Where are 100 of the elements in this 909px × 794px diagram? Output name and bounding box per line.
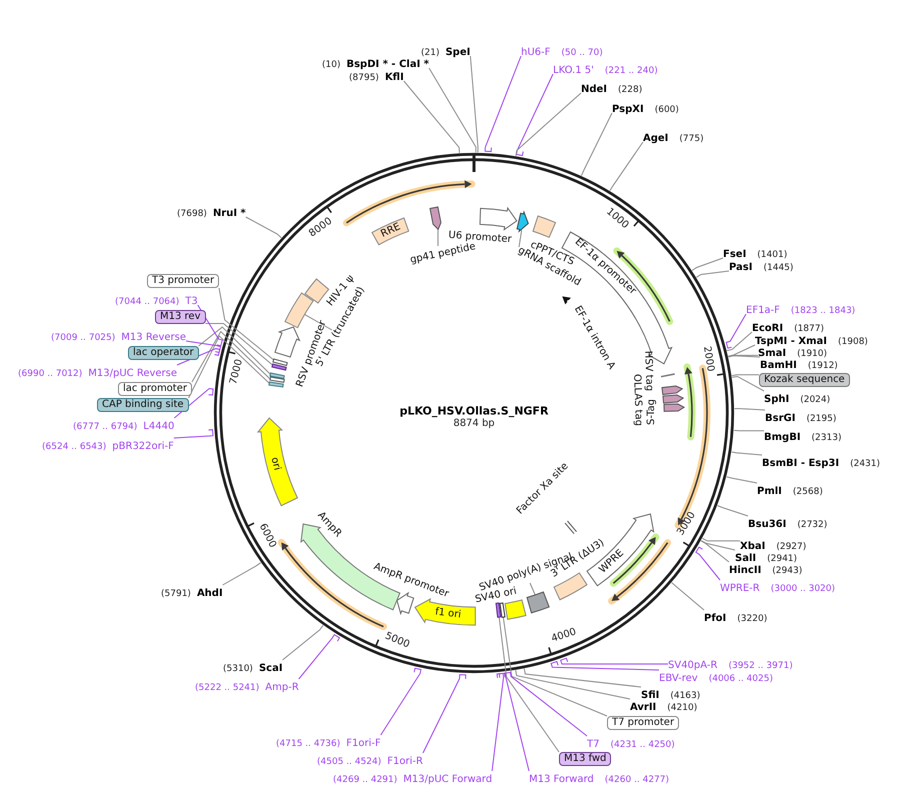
leader-line — [502, 616, 608, 716]
scale-number: 7000 — [228, 358, 246, 386]
leader-line — [222, 562, 262, 586]
feature-shape — [662, 394, 684, 404]
feature-box — [526, 591, 550, 614]
cut-position: (2732) — [797, 520, 828, 530]
cut-position: (21) — [421, 48, 440, 58]
cut-position: (2313) — [812, 433, 842, 443]
leader-line — [498, 672, 530, 772]
leader-line — [728, 344, 756, 357]
leader-line — [298, 634, 340, 680]
feature-shape — [516, 211, 530, 233]
enzyme-name: AgeI — [643, 133, 668, 144]
leader-line — [282, 624, 324, 660]
primer-range: (4006 .. 4025) — [708, 674, 773, 684]
leader-line — [726, 332, 752, 352]
cut-position: (2927) — [776, 542, 806, 552]
leader-line — [671, 582, 704, 610]
enzyme-name: Bsu36I — [748, 519, 786, 530]
leader-line — [218, 288, 274, 361]
leader-line — [516, 74, 554, 156]
primer-range: (4505 .. 4524) — [317, 757, 382, 767]
scale-number: 5000 — [382, 630, 412, 652]
enzyme-name: ScaI — [258, 663, 283, 674]
leader-line — [696, 270, 730, 278]
feature-tag: M13 rev — [155, 310, 206, 324]
feature-mark — [269, 372, 286, 380]
enzyme-name: SphI — [764, 394, 790, 405]
leader-line — [731, 374, 760, 376]
enzyme-name: HincII — [729, 565, 762, 576]
enzyme-name: NdeI — [581, 84, 608, 95]
primer-name: SV40pA-R — [668, 660, 718, 671]
enzyme-name: BsmBI - Esp3I — [762, 458, 840, 469]
cut-position: (10) — [322, 60, 340, 70]
enzyme-name: XbaI — [740, 541, 766, 552]
primer-range: (50 .. 70) — [561, 48, 603, 58]
leader-line — [422, 674, 466, 754]
leader-line — [191, 330, 270, 382]
primer-range: (1823 .. 1843) — [790, 306, 856, 316]
cut-position: (2941) — [767, 554, 798, 564]
cut-position: (1912) — [808, 361, 838, 371]
leader-line — [524, 668, 642, 688]
feature-tag: lac operator — [128, 346, 199, 360]
leader-line — [560, 658, 668, 665]
feature-label: f1 ori — [434, 606, 462, 622]
leader-line — [530, 582, 536, 596]
feature-tag: lac promoter — [118, 382, 192, 396]
primer-name: T7 — [587, 739, 600, 750]
primer-name: M13/pUC Reverse — [88, 368, 178, 379]
feature-mark — [268, 376, 285, 384]
feature-shape — [428, 206, 442, 230]
primer-range: (4269 .. 4291) — [333, 775, 398, 785]
leader-line — [188, 335, 270, 398]
leader-line — [504, 672, 588, 736]
enzyme-name: SfiI — [641, 690, 660, 701]
leader-line — [716, 505, 748, 516]
cut-position: (8795) — [349, 73, 379, 83]
primer-name: M13 Forward — [529, 774, 594, 785]
cut-position: (1401) — [757, 250, 788, 260]
leader-line — [695, 546, 720, 580]
cut-position: (4163) — [670, 691, 700, 701]
leader-line — [580, 112, 612, 176]
primer-name: EF1a-F — [746, 305, 780, 316]
enzyme-name: SalI — [735, 553, 756, 564]
leader-line — [609, 142, 644, 192]
primer-name: M13 Reverse — [121, 332, 186, 343]
leader-line — [728, 354, 758, 358]
cut-position: (1908) — [838, 337, 868, 347]
feature-label: RRE — [379, 221, 403, 241]
cut-position: (600) — [654, 105, 679, 115]
feature-tag: M13 fwd — [559, 752, 612, 766]
primer-range: (4260 .. 4277) — [604, 775, 670, 785]
leader-line — [731, 452, 762, 456]
primer-name: Amp-R — [265, 682, 299, 693]
leader-line — [205, 323, 274, 366]
cut-position: (4210) — [667, 703, 698, 713]
scale-number: 2000 — [700, 345, 716, 372]
cut-position: (7698) — [177, 209, 207, 219]
leader-line — [437, 229, 438, 246]
leader-line — [515, 670, 630, 700]
leader-line — [515, 92, 582, 156]
primer-range: (7009 .. 7025) — [51, 333, 116, 343]
primer-name: pBR322ori-F — [112, 441, 174, 452]
primer-name: hU6-F — [521, 47, 550, 58]
leader-line — [728, 355, 760, 358]
feature-label: HSV tag — [642, 350, 655, 392]
leader-line — [734, 408, 766, 410]
primer-name: M13/pUC Forward — [403, 774, 492, 785]
feature-mark — [498, 602, 506, 618]
scale-number: 4000 — [550, 626, 578, 646]
cut-position: (1445) — [763, 263, 794, 273]
scale-number: 6000 — [256, 522, 278, 550]
enzyme-name: KflI — [384, 72, 404, 83]
enzyme-name: PmlI — [757, 486, 782, 497]
leader-line — [174, 388, 214, 418]
plasmid-name: pLKO_HSV.Ollas.S_NGFR — [400, 404, 548, 418]
cut-position: (2568) — [792, 487, 823, 497]
enzyme-name: FseI — [723, 249, 746, 260]
leader-line — [186, 340, 222, 354]
feature-label: OLLAS tag — [630, 374, 644, 426]
